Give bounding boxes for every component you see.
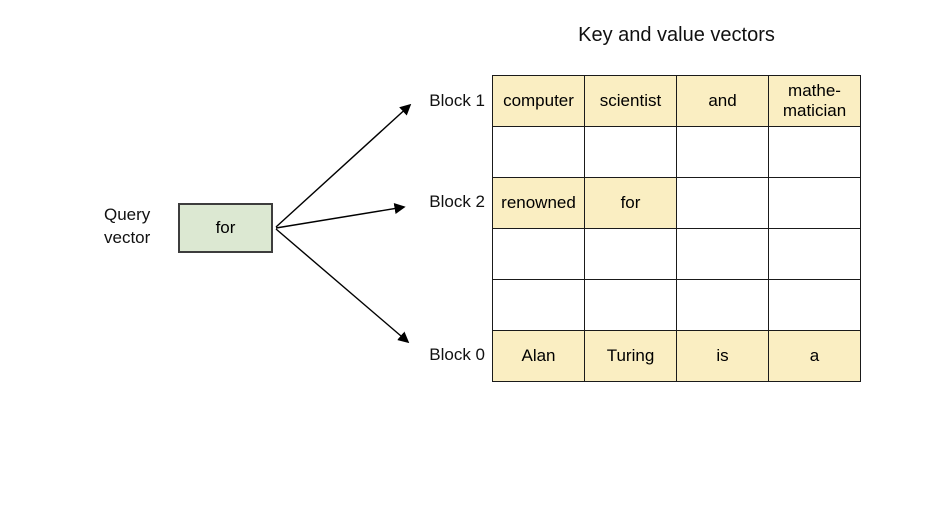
- block-label-0: Block 0: [429, 345, 485, 364]
- table-cell: [676, 126, 769, 178]
- table-cell: [676, 279, 769, 331]
- table-cell: a: [768, 330, 861, 382]
- block-label-2: Block 2: [429, 192, 485, 211]
- table-cell: [492, 228, 585, 280]
- table-row: computer scientist and mathe- matician: [492, 75, 861, 127]
- arrow-to-block-2: [275, 203, 406, 229]
- table-cell: [584, 126, 677, 178]
- table-cell: [768, 177, 861, 229]
- table-cell: Turing: [584, 330, 677, 382]
- key-value-table: computer scientist and mathe- matician r…: [492, 75, 861, 382]
- table-row: [492, 126, 861, 178]
- table-cell: [768, 126, 861, 178]
- query-token: for: [215, 218, 236, 237]
- table-row: renowned for: [492, 177, 861, 229]
- table-row: Alan Turing is a: [492, 330, 861, 382]
- query-vector-label: Query vector: [104, 205, 151, 247]
- table-cell: [676, 228, 769, 280]
- block-label-1: Block 1: [429, 91, 485, 110]
- table-cell: [492, 279, 585, 331]
- table-row: [492, 228, 861, 280]
- table-cell: [584, 279, 677, 331]
- table-cell: [584, 228, 677, 280]
- table-cell: [768, 279, 861, 331]
- table-row: [492, 279, 861, 331]
- table-cell: mathe- matician: [768, 75, 861, 127]
- query-vector-box: for: [178, 203, 273, 253]
- table-cell: is: [676, 330, 769, 382]
- table-cell: Alan: [492, 330, 585, 382]
- key-value-table-body: computer scientist and mathe- matician r…: [492, 75, 861, 382]
- table-cell: for: [584, 177, 677, 229]
- table-cell: scientist: [584, 75, 677, 127]
- table-cell: renowned: [492, 177, 585, 229]
- arrow-to-block-1: [275, 103, 412, 228]
- table-cell: computer: [492, 75, 585, 127]
- table-cell: [768, 228, 861, 280]
- table-cell: [492, 126, 585, 178]
- arrow-to-block-0: [275, 228, 410, 344]
- table-cell: and: [676, 75, 769, 127]
- table-cell: [676, 177, 769, 229]
- diagram-title: Key and value vectors: [578, 24, 775, 46]
